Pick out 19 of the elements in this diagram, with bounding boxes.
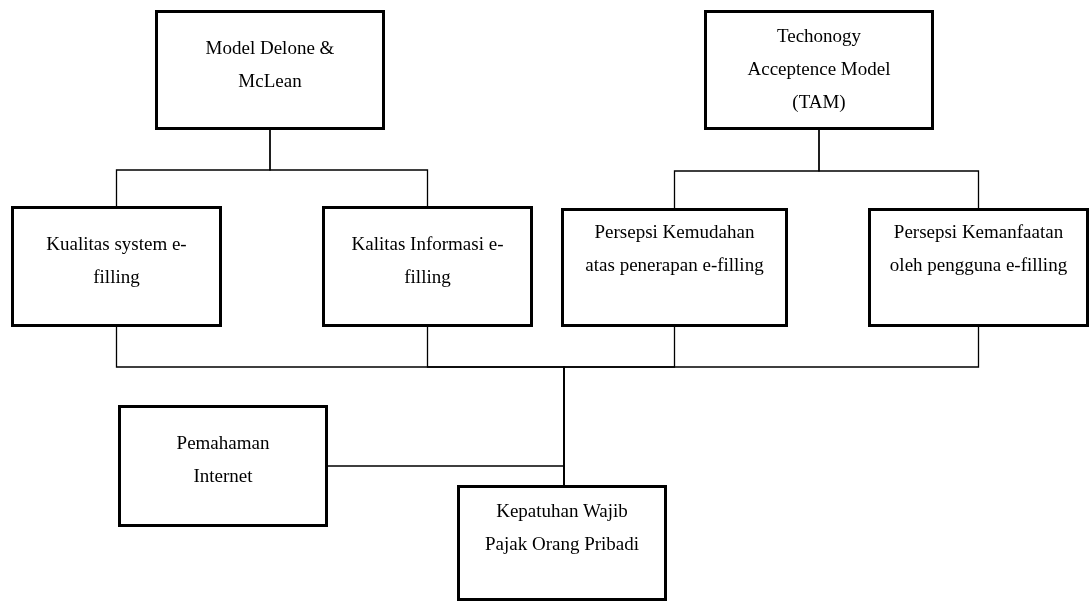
connector-line [327,465,565,486]
connector-line [818,129,980,209]
box-label: Kalitas Informasi e-filling [350,232,505,289]
concept-box [11,206,222,327]
connector-line [269,129,429,207]
concept-box [118,405,328,527]
concept-box [155,10,385,130]
box-label: Kepatuhan Wajib Pajak Orang Pribadi [483,499,641,556]
concept-box [322,206,533,327]
box-label: Persepsi Kemudahan atas penerapan e-filling [584,220,765,277]
concept-box [561,208,788,327]
concept-box [704,10,934,130]
box-label: Model Delone & McLean [204,36,336,93]
box-label: Pemahaman Internet [175,431,271,488]
concept-box [868,208,1089,327]
box-label: Kualitas system e-filling [45,232,188,289]
concept-box [457,485,667,601]
box-label: Persepsi Kemanfaatan oleh pengguna e-filling [888,220,1069,277]
box-label: Techonogy Acceptence Model (TAM) [746,24,892,114]
